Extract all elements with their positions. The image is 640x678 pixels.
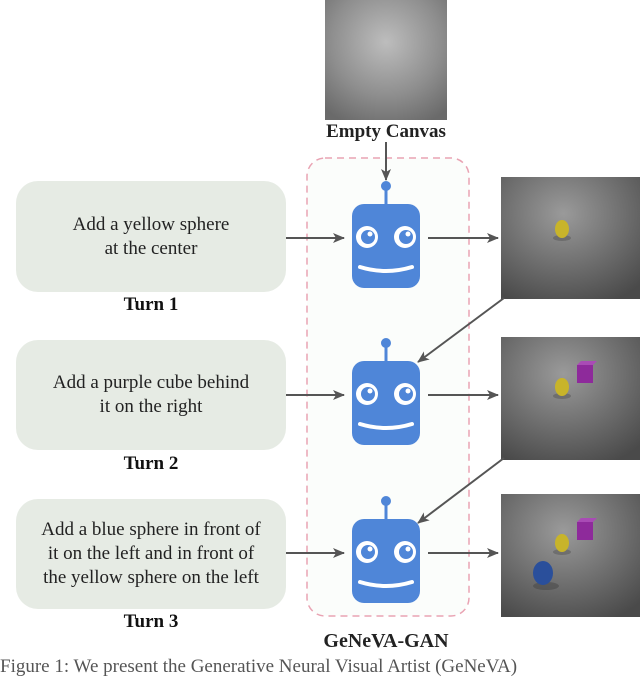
empty-canvas-image [325, 0, 447, 120]
turn-label-2: Turn 2 [123, 453, 179, 474]
empty-canvas-label: Empty Canvas [326, 121, 446, 142]
scene-image-turn-1 [501, 177, 640, 299]
instruction-bubble-turn-2: Add a purple cube behind it on the right [16, 340, 286, 450]
robot-icon [352, 496, 420, 603]
turn-label-1: Turn 1 [123, 294, 179, 315]
instruction-bubble-turn-3: Add a blue sphere in front of it on the … [16, 499, 286, 609]
robot-icon [352, 181, 420, 288]
figure-caption: Figure 1: We present the Generative Neur… [0, 656, 518, 677]
turn-label-3: Turn 3 [123, 611, 179, 632]
arrow-scene2-to-model3 [417, 457, 505, 524]
arrow-scene1-to-model2 [417, 297, 505, 363]
instruction-bubble-turn-1: Add a yellow sphere at the center [16, 181, 286, 292]
scene-image-turn-3 [501, 494, 640, 617]
scene-image-turn-2 [501, 337, 640, 460]
robot-icon [352, 338, 420, 445]
model-label: GeNeVA-GAN [323, 630, 449, 652]
